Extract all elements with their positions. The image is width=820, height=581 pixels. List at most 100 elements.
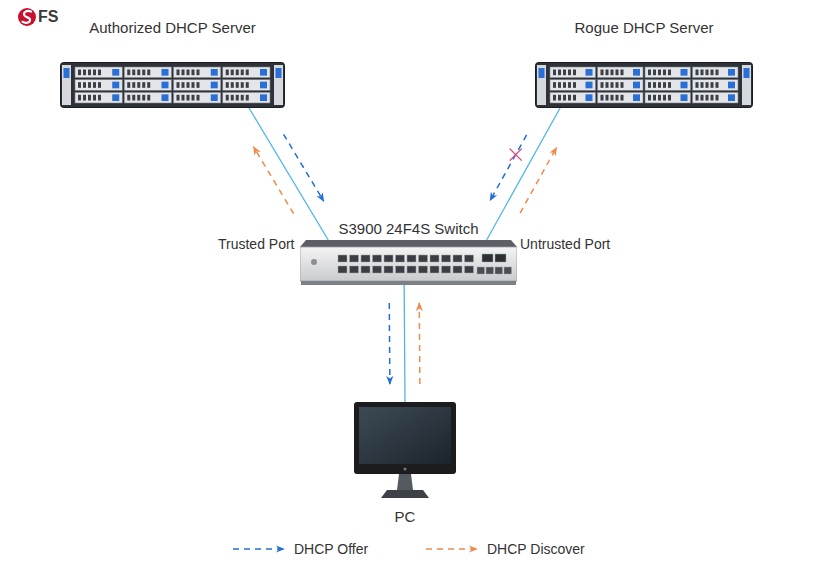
drive-grille [611, 70, 614, 76]
drive-grille [226, 95, 229, 101]
ethernet-port [407, 266, 416, 273]
drive-grille [653, 70, 656, 76]
drive-grille [621, 70, 624, 76]
monitor-led [404, 468, 407, 471]
sfp-port [486, 267, 494, 274]
server-chassis [536, 63, 753, 108]
brand-logo-text: FS [38, 9, 58, 25]
drive-bay [124, 80, 171, 91]
drive-tab [681, 69, 688, 76]
node-title: Authorized DHCP Server [60, 19, 285, 37]
server-chassis [61, 63, 285, 108]
ethernet-port [453, 255, 462, 262]
drive-grille [241, 70, 244, 76]
drive-grille [621, 82, 624, 88]
drive-grille [182, 95, 185, 101]
drive-grille [573, 82, 576, 88]
dhcp-discover-arrow [419, 303, 421, 384]
drive-grille [701, 95, 704, 101]
sfp-port [504, 267, 512, 274]
ethernet-port [430, 255, 439, 262]
drive-grille [568, 82, 571, 88]
drive-grille [563, 95, 566, 101]
drive-grille [558, 70, 561, 76]
port-label: Trusted Port [218, 236, 295, 252]
drive-bay [223, 67, 270, 78]
ethernet-port [419, 266, 428, 273]
drive-tab [162, 82, 169, 89]
sfp-port [495, 267, 503, 274]
drive-tab [586, 82, 593, 89]
switch-base [301, 281, 516, 285]
switch-illustration [300, 240, 517, 285]
drive-tab [211, 82, 218, 89]
switch-illustration [300, 240, 517, 285]
drive-grille [187, 82, 190, 88]
console-port [495, 254, 506, 262]
drive-grille [83, 70, 86, 76]
switch-front [300, 247, 517, 281]
legend-line-sample [425, 541, 479, 557]
drive-bays [75, 67, 270, 103]
drive-grille [177, 82, 180, 88]
drive-grille [83, 82, 86, 88]
drive-grille [177, 95, 180, 101]
drive-grille [182, 70, 185, 76]
drive-grille [187, 95, 190, 101]
drive-bay [645, 67, 691, 78]
drive-grille [648, 70, 651, 76]
switch-node: S3900 24F4S Switch [300, 220, 517, 285]
drive-grille [696, 70, 699, 76]
drive-grille [93, 82, 96, 88]
drive-grille [231, 95, 234, 101]
drive-grille [197, 70, 200, 76]
drive-bay [693, 67, 739, 78]
drive-bay [598, 80, 644, 91]
drive-grille [568, 70, 571, 76]
drive-bay [124, 92, 171, 103]
drive-grille [236, 70, 239, 76]
switch-logo [311, 259, 317, 265]
drive-bay [75, 92, 122, 103]
port-label: Untrusted Port [520, 236, 610, 252]
ethernet-port [407, 255, 416, 262]
server-handle [742, 65, 751, 105]
monitor-neck [397, 474, 413, 490]
dhcp-discover-arrow [520, 147, 556, 213]
drive-grille [137, 70, 140, 76]
drive-grille [137, 82, 140, 88]
ethernet-port [430, 266, 439, 273]
drive-grille [701, 70, 704, 76]
drive-tab [728, 94, 735, 101]
drive-grille [88, 82, 91, 88]
drive-grille [621, 95, 624, 101]
drive-grille [653, 82, 656, 88]
ethernet-port [396, 255, 405, 262]
drive-tab [211, 94, 218, 101]
server-led [539, 68, 545, 78]
drive-grille [197, 95, 200, 101]
drive-grille [127, 82, 130, 88]
server-handle [62, 65, 71, 105]
drive-grille [658, 82, 661, 88]
drive-grille [98, 95, 101, 101]
drive-grille [611, 82, 614, 88]
drive-grille [132, 95, 135, 101]
node-title: PC [352, 508, 458, 526]
drive-bay [223, 92, 270, 103]
server-node: Authorized DHCP Server [60, 19, 285, 108]
drive-grille [78, 82, 81, 88]
drive-grille [88, 95, 91, 101]
node-title: S3900 24F4S Switch [300, 220, 517, 238]
logo-swirl [23, 11, 32, 23]
ethernet-port [384, 266, 393, 273]
dhcp-offer-arrow [389, 303, 391, 384]
drive-bay [693, 80, 739, 91]
node-title: Rogue DHCP Server [535, 19, 753, 37]
legend-text: DHCP Discover [487, 541, 585, 557]
drive-grille [236, 82, 239, 88]
network-cable [249, 108, 328, 240]
drive-grille [78, 95, 81, 101]
drive-grille [573, 95, 576, 101]
drive-grille [88, 70, 91, 76]
